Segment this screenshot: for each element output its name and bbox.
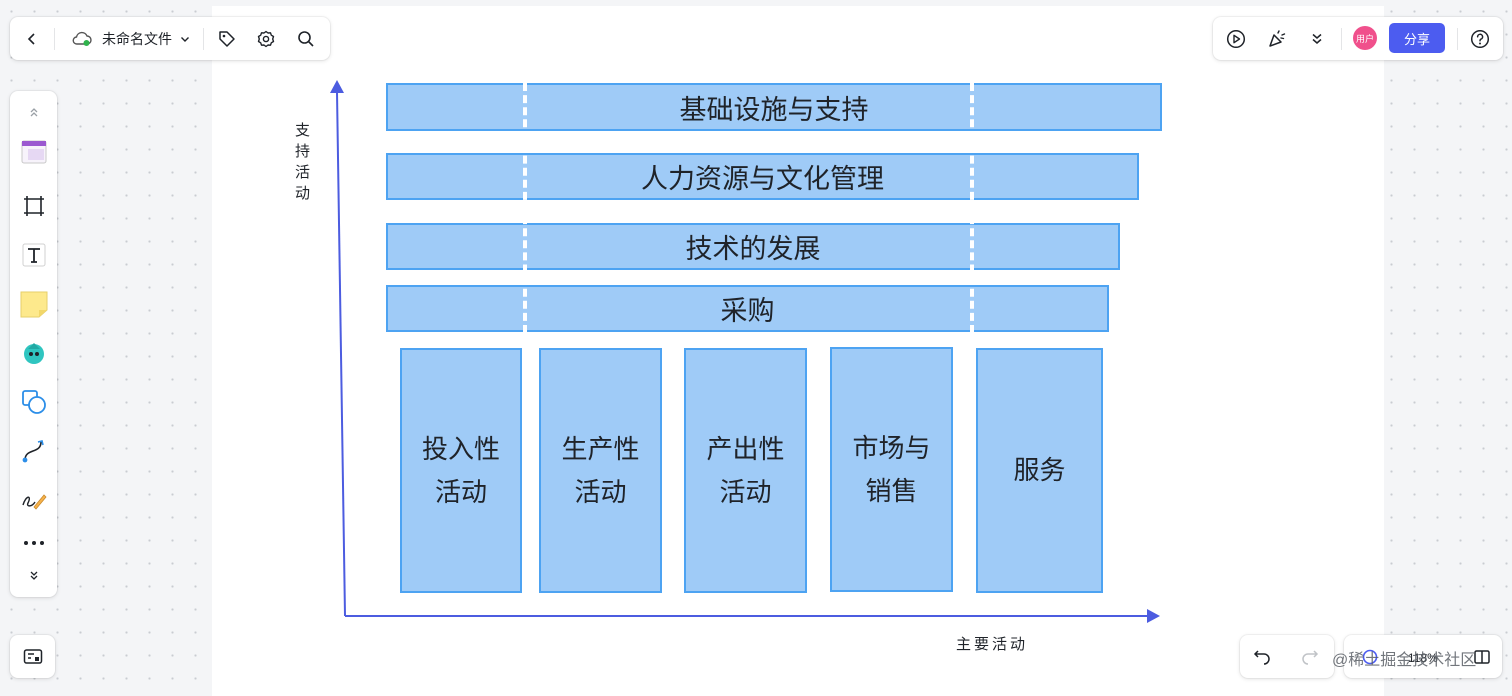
cloud-icon (72, 31, 92, 46)
chevron-double-up-icon (30, 108, 38, 117)
help-icon (1470, 29, 1490, 49)
template-tool[interactable] (19, 137, 49, 167)
cloud-status[interactable] (68, 25, 96, 53)
file-menu-toggle[interactable] (177, 25, 193, 53)
avatar[interactable]: 用户 (1353, 26, 1377, 50)
primary-column-inbound[interactable]: 投入性 活动 (400, 348, 522, 593)
primary-column-operations[interactable]: 生产性 活动 (539, 348, 662, 593)
play-icon (1226, 29, 1246, 49)
left-toolbar (10, 91, 57, 597)
collapse-up-button[interactable] (19, 97, 49, 127)
bar-label: 人力资源与文化管理 (641, 164, 884, 194)
sticky-note-tool[interactable] (19, 289, 49, 319)
dashed-divider (970, 83, 974, 333)
bar-label: 基础设施与支持 (679, 94, 869, 125)
dashed-divider (523, 83, 527, 333)
text-tool[interactable] (19, 240, 49, 270)
pen-tool[interactable] (19, 485, 49, 515)
fit-view-button[interactable] (1356, 643, 1384, 671)
chevron-double-down-icon (30, 571, 38, 580)
zoom-panel (1344, 635, 1502, 678)
undo-icon (1253, 650, 1270, 665)
x-axis-label: 主要活动 (956, 636, 1029, 653)
support-bar-technology[interactable]: 技术的发展 (386, 223, 1120, 270)
template-icon (21, 140, 47, 164)
shape-tool[interactable] (19, 387, 49, 417)
minimap-panel (10, 635, 55, 678)
present-button[interactable] (1222, 25, 1250, 53)
share-button[interactable]: 分享 (1389, 23, 1445, 53)
collapse-down-button[interactable] (19, 561, 49, 591)
connector-tool[interactable] (19, 436, 49, 466)
frame-icon (24, 196, 44, 216)
more-tools-button[interactable] (19, 528, 49, 558)
bar-label: 采购 (720, 296, 775, 326)
y-axis-label: 支持活动 (293, 122, 310, 206)
file-title[interactable]: 未命名文件 (102, 31, 172, 47)
more-icon (24, 541, 44, 545)
more-tools-button[interactable] (1303, 25, 1331, 53)
connector-icon (22, 440, 44, 463)
gear-icon (257, 30, 275, 48)
top-right-toolbar: 用户 分享 (1213, 17, 1503, 60)
tag-icon (219, 31, 235, 47)
top-left-toolbar: 未命名文件 (10, 17, 330, 60)
pen-icon (22, 494, 47, 510)
chevron-down-icon (181, 37, 189, 42)
sticker-tool[interactable] (19, 338, 49, 368)
support-bar-hr[interactable]: 人力资源与文化管理 (386, 153, 1139, 200)
watermark: @稀土掘金技术社区 (1332, 652, 1477, 669)
minimap-icon (23, 649, 43, 664)
separator (54, 28, 55, 50)
chevron-double-down-icon (1312, 33, 1322, 44)
bar-label: 技术的发展 (685, 234, 821, 264)
separator (1341, 28, 1342, 50)
chevron-left-icon (27, 33, 35, 45)
primary-column-service[interactable]: 服务 (976, 348, 1103, 593)
settings-button[interactable] (252, 25, 280, 53)
primary-column-marketing[interactable]: 市场与 销售 (830, 347, 953, 592)
redo-icon (1302, 650, 1319, 665)
support-bar-infrastructure[interactable]: 基础设施与支持 (386, 83, 1162, 131)
frame-tool[interactable] (19, 191, 49, 221)
sticker-icon (24, 343, 44, 364)
sticky-note-icon (20, 291, 48, 318)
help-button[interactable] (1466, 25, 1494, 53)
fullscreen-icon (1474, 650, 1490, 664)
support-bar-procurement[interactable]: 采购 (386, 285, 1109, 332)
shape-icon (22, 390, 46, 414)
back-button[interactable] (18, 25, 46, 53)
fullscreen-button[interactable] (1468, 643, 1496, 671)
celebrate-button[interactable] (1263, 25, 1291, 53)
search-icon (298, 31, 314, 47)
fit-view-icon (1362, 649, 1378, 665)
redo-button[interactable] (1296, 643, 1324, 671)
separator (203, 28, 204, 50)
minimap-button[interactable] (18, 642, 48, 672)
history-panel (1240, 635, 1334, 678)
primary-column-outbound[interactable]: 产出性 活动 (684, 348, 807, 593)
text-icon (22, 243, 46, 267)
search-button[interactable] (292, 25, 320, 53)
undo-button[interactable] (1248, 643, 1276, 671)
tag-button[interactable] (213, 25, 241, 53)
party-icon (1269, 30, 1286, 47)
separator (1457, 28, 1458, 50)
zoom-level[interactable]: 118% (1408, 651, 1438, 665)
